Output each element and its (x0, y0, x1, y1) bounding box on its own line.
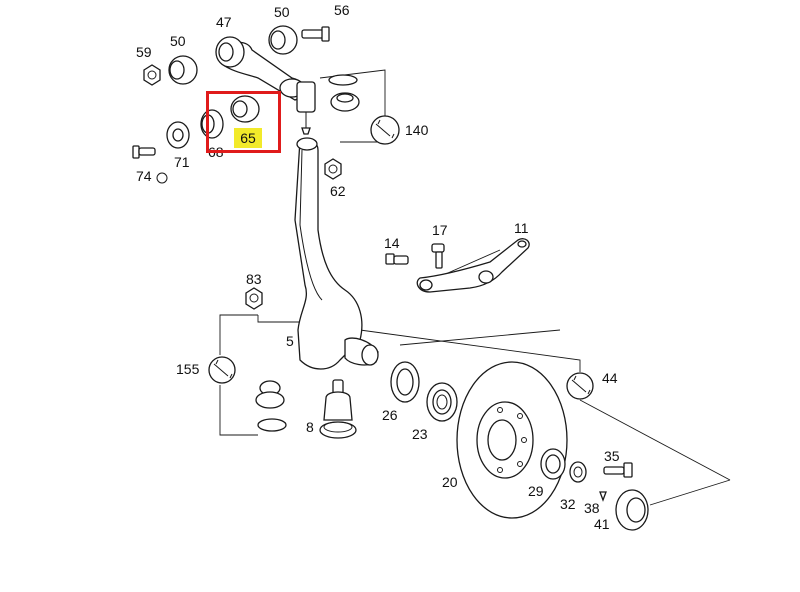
bolt-56 (301, 26, 330, 42)
part-label-44: 44 (602, 370, 618, 386)
part-label-11: 11 (514, 220, 529, 236)
bushing-65 (230, 95, 260, 123)
part-label-20: 20 (442, 474, 458, 490)
part-label-83: 83 (246, 271, 262, 287)
part-label-41: 41 (594, 516, 610, 532)
part-label-47: 47 (216, 14, 232, 30)
lower-bushing-set (255, 380, 287, 432)
part-label-14: 14 (384, 235, 400, 251)
part-label-26: 26 (382, 407, 398, 423)
part-label-74: 74 (136, 168, 152, 184)
part-label-59: 59 (136, 44, 152, 60)
bushing-50-left (168, 55, 198, 85)
nut-83 (245, 287, 263, 310)
bearing-29 (540, 448, 566, 480)
part-label-50-left: 50 (170, 33, 186, 49)
part-label-35: 35 (604, 448, 620, 464)
part-label-38: 38 (584, 500, 600, 516)
clip-38 (599, 491, 607, 502)
washer-32 (569, 461, 587, 483)
upper-control-arm (215, 36, 307, 101)
hub-cap-41 (615, 489, 649, 531)
highlight-box (206, 91, 281, 153)
part-label-56: 56 (334, 2, 350, 18)
part-label-17: 17 (432, 222, 448, 238)
wrench-icon-44 (566, 372, 594, 400)
steering-knuckle-5 (294, 137, 379, 370)
seal-140-parts (328, 74, 360, 112)
part-label-155: 155 (176, 361, 200, 377)
leader-lines (219, 69, 731, 506)
part-label-23: 23 (412, 426, 428, 442)
part-label-8: 8 (306, 419, 314, 435)
nut-62 (324, 158, 342, 180)
bearing-23 (426, 382, 458, 422)
nut-59 (143, 64, 161, 86)
part-label-50-top: 50 (274, 4, 290, 20)
bolt-35 (603, 462, 633, 478)
part-label-32: 32 (560, 496, 576, 512)
ball-joint-8 (319, 379, 357, 439)
wrench-icon-140 (370, 115, 400, 145)
bolt-14 (385, 253, 409, 265)
part-label-140: 140 (405, 122, 429, 138)
bushing-50-top (268, 25, 298, 55)
bolt-17 (431, 243, 445, 269)
washer-71 (166, 121, 190, 149)
part-label-65-highlighted: 65 (234, 128, 262, 148)
part-label-71: 71 (174, 154, 190, 170)
brake-disc-20 (456, 361, 568, 519)
steering-arm-11 (416, 238, 530, 293)
wrench-icon-155 (208, 356, 236, 384)
bolt-74 (132, 145, 168, 184)
part-label-5: 5 (286, 333, 294, 349)
part-label-62: 62 (330, 183, 346, 199)
part-label-29: 29 (528, 483, 544, 499)
seal-26 (390, 361, 420, 403)
upper-ball-joint (296, 81, 316, 135)
